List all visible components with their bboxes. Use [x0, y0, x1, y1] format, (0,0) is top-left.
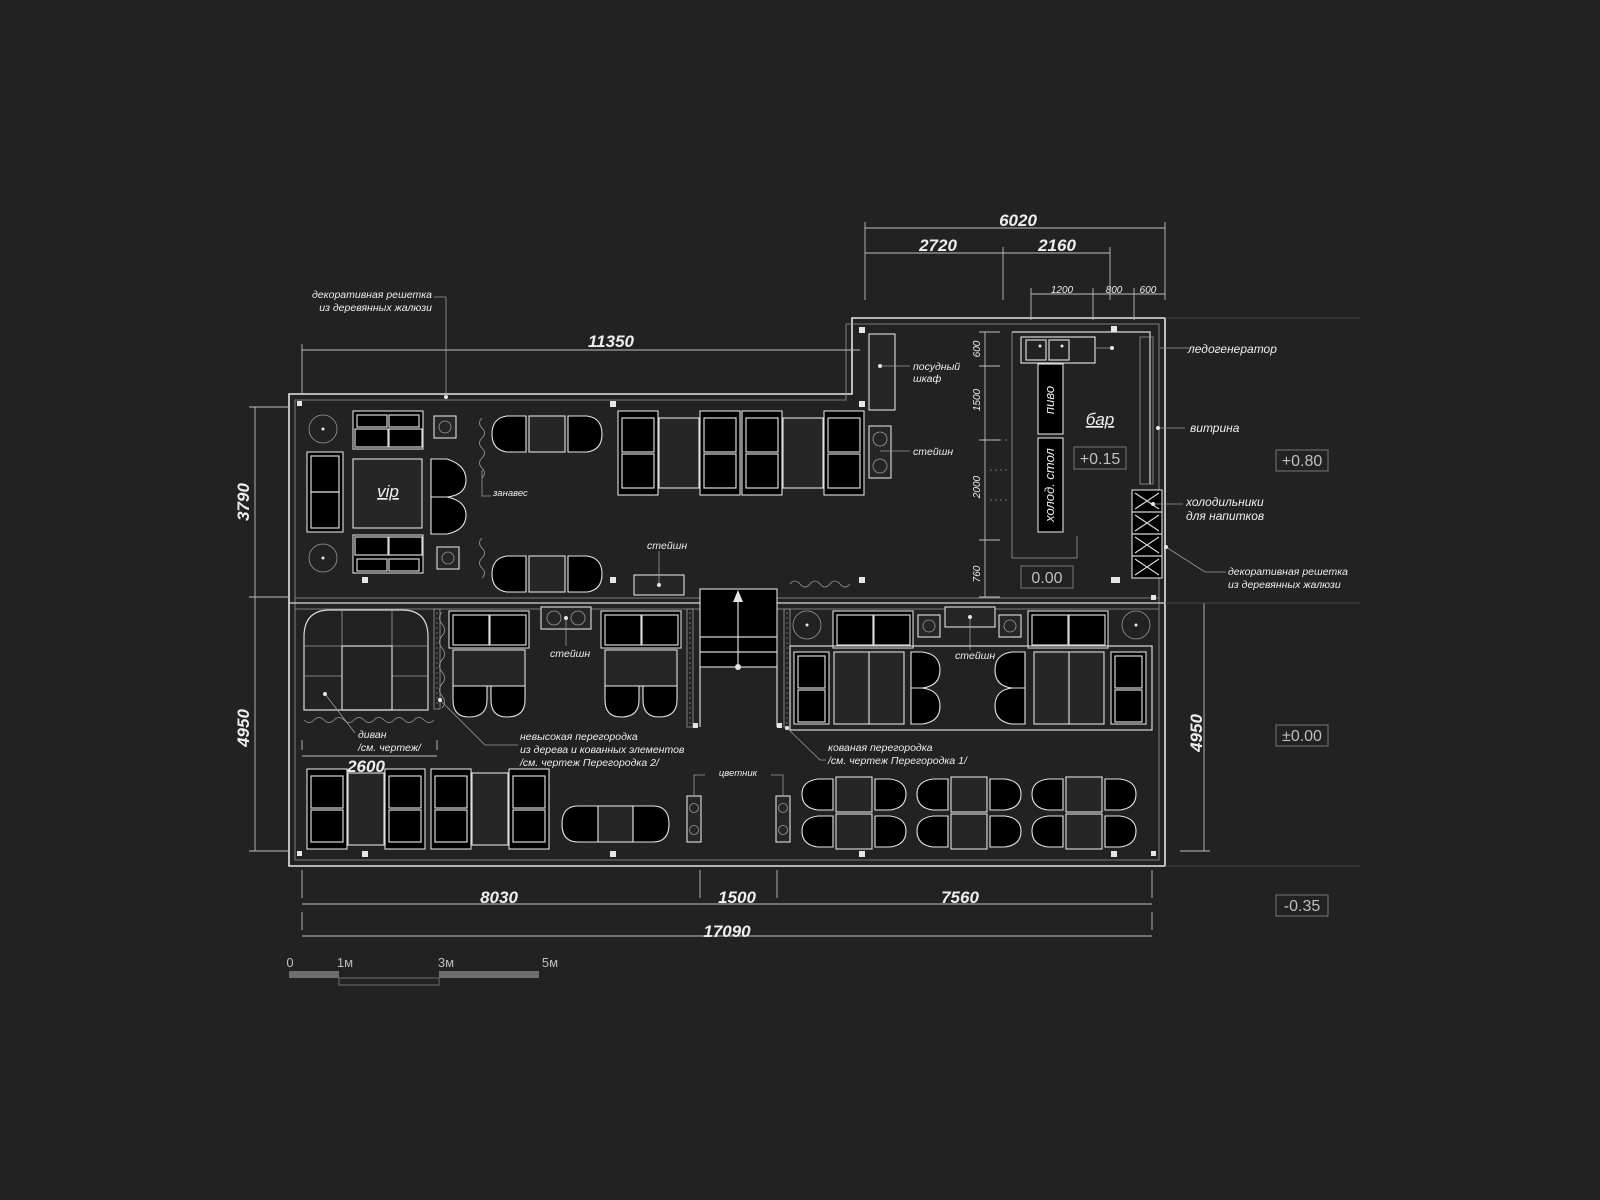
note-fridges-2: для напитков — [1186, 509, 1264, 523]
level-box-upper — [1275, 449, 1329, 472]
dim-top-total: 6020 — [999, 211, 1037, 230]
upper-tables-left — [491, 415, 603, 593]
scale-bar: 0 1м 3м 5м — [286, 955, 558, 986]
scale-tick-0: 0 — [286, 955, 293, 970]
scale-tick-5: 5м — [542, 955, 558, 970]
dim-sofa-len: 2600 — [346, 757, 385, 776]
scale-tick-3: 3м — [438, 955, 454, 970]
columns — [297, 326, 1156, 857]
note-partition-low-1: невысокая перегородка — [520, 731, 638, 743]
note-ice-maker: ледогенератор — [1187, 342, 1277, 356]
upper-booths — [617, 410, 865, 496]
note-grille-right-1: декоративная решетка — [1228, 566, 1348, 578]
dim-bottom-a: 8030 — [480, 888, 518, 907]
lower-right-tables — [801, 776, 1137, 850]
level-box-bar — [1073, 446, 1127, 470]
note-station-low-left: стейшн — [550, 648, 590, 660]
note-partition-low-2: из дерева и кованных элементов — [520, 744, 685, 756]
dim-top-b: 2160 — [1037, 236, 1076, 255]
dish-cabinet — [868, 333, 910, 411]
level-box-bar-floor — [1020, 565, 1074, 589]
station-upper — [868, 425, 910, 479]
bar-area — [990, 336, 1226, 583]
dim-bottom-c: 7560 — [941, 888, 979, 907]
dimension-lines — [249, 222, 1360, 937]
note-grille-right-2: из деревянных жалюзи — [1228, 579, 1341, 591]
dim-right-lower: 4950 — [1187, 714, 1206, 753]
level-bar-floor: 0.00 — [1031, 570, 1062, 587]
note-curtain: занавес — [492, 488, 528, 499]
note-grille-top-2: из деревянных жалюзи — [319, 302, 432, 314]
stairs — [686, 588, 791, 728]
note-sofa-1: диван — [358, 729, 387, 741]
note-partition-low-3: /см. чертеж Перегородка 2/ — [519, 757, 660, 769]
dim-upper-length: 11350 — [588, 332, 635, 351]
vip-room — [306, 410, 467, 574]
cold-table-label: холод. стол — [1042, 447, 1057, 522]
lower-left-hall — [303, 606, 791, 850]
beer-label: пиво — [1042, 386, 1057, 414]
dim-bar-v1: 600 — [972, 340, 983, 357]
note-partition-forged-2: /см. чертеж Перегородка 1/ — [827, 755, 968, 767]
dim-bar-v2: 1500 — [972, 388, 983, 411]
dim-left-lower: 4950 — [234, 709, 253, 748]
dim-left-upper: 3790 — [234, 483, 253, 521]
level-upper: +0.80 — [1282, 453, 1323, 470]
bar-label: бар — [1086, 410, 1114, 429]
note-dish-cabinet-1: посудный — [913, 361, 960, 373]
lower-right-hall — [785, 606, 1153, 850]
dim-bottom-b: 1500 — [718, 888, 756, 907]
dim-top-a: 2720 — [918, 236, 957, 255]
note-station-low-right: стейшн — [955, 650, 995, 662]
note-grille-top-1: декоративная решетка — [312, 289, 432, 301]
dim-bar-c: 600 — [1140, 285, 1157, 296]
dim-bar-v3: 2000 — [972, 475, 983, 499]
curtain-bar — [789, 580, 851, 588]
level-bar-inner: +0.15 — [1080, 451, 1121, 468]
note-sofa-2: /см. чертеж/ — [357, 742, 422, 754]
note-dish-cabinet-2: шкаф — [913, 373, 942, 385]
level-box-main — [1275, 724, 1329, 747]
vip-label: vip — [377, 482, 399, 501]
note-station-right: стейшн — [913, 446, 953, 458]
note-showcase: витрина — [1190, 421, 1240, 435]
note-fridges-1: холодильники — [1185, 495, 1264, 509]
level-street: -0.35 — [1284, 898, 1321, 915]
dim-bar-v4: 760 — [972, 565, 983, 582]
level-main: ±0.00 — [1282, 728, 1322, 745]
station-mid — [633, 551, 685, 596]
dim-bar-b: 800 — [1106, 285, 1123, 296]
note-planter: цветник — [719, 768, 758, 779]
dim-bottom-total: 17090 — [703, 922, 751, 941]
scale-tick-1: 1м — [337, 955, 353, 970]
level-box-street — [1275, 894, 1329, 917]
note-partition-forged-1: кованая перегородка — [828, 742, 933, 754]
dim-bar-a: 1200 — [1051, 285, 1074, 296]
curtain — [479, 417, 491, 579]
note-station-mid: стейшн — [647, 540, 687, 552]
